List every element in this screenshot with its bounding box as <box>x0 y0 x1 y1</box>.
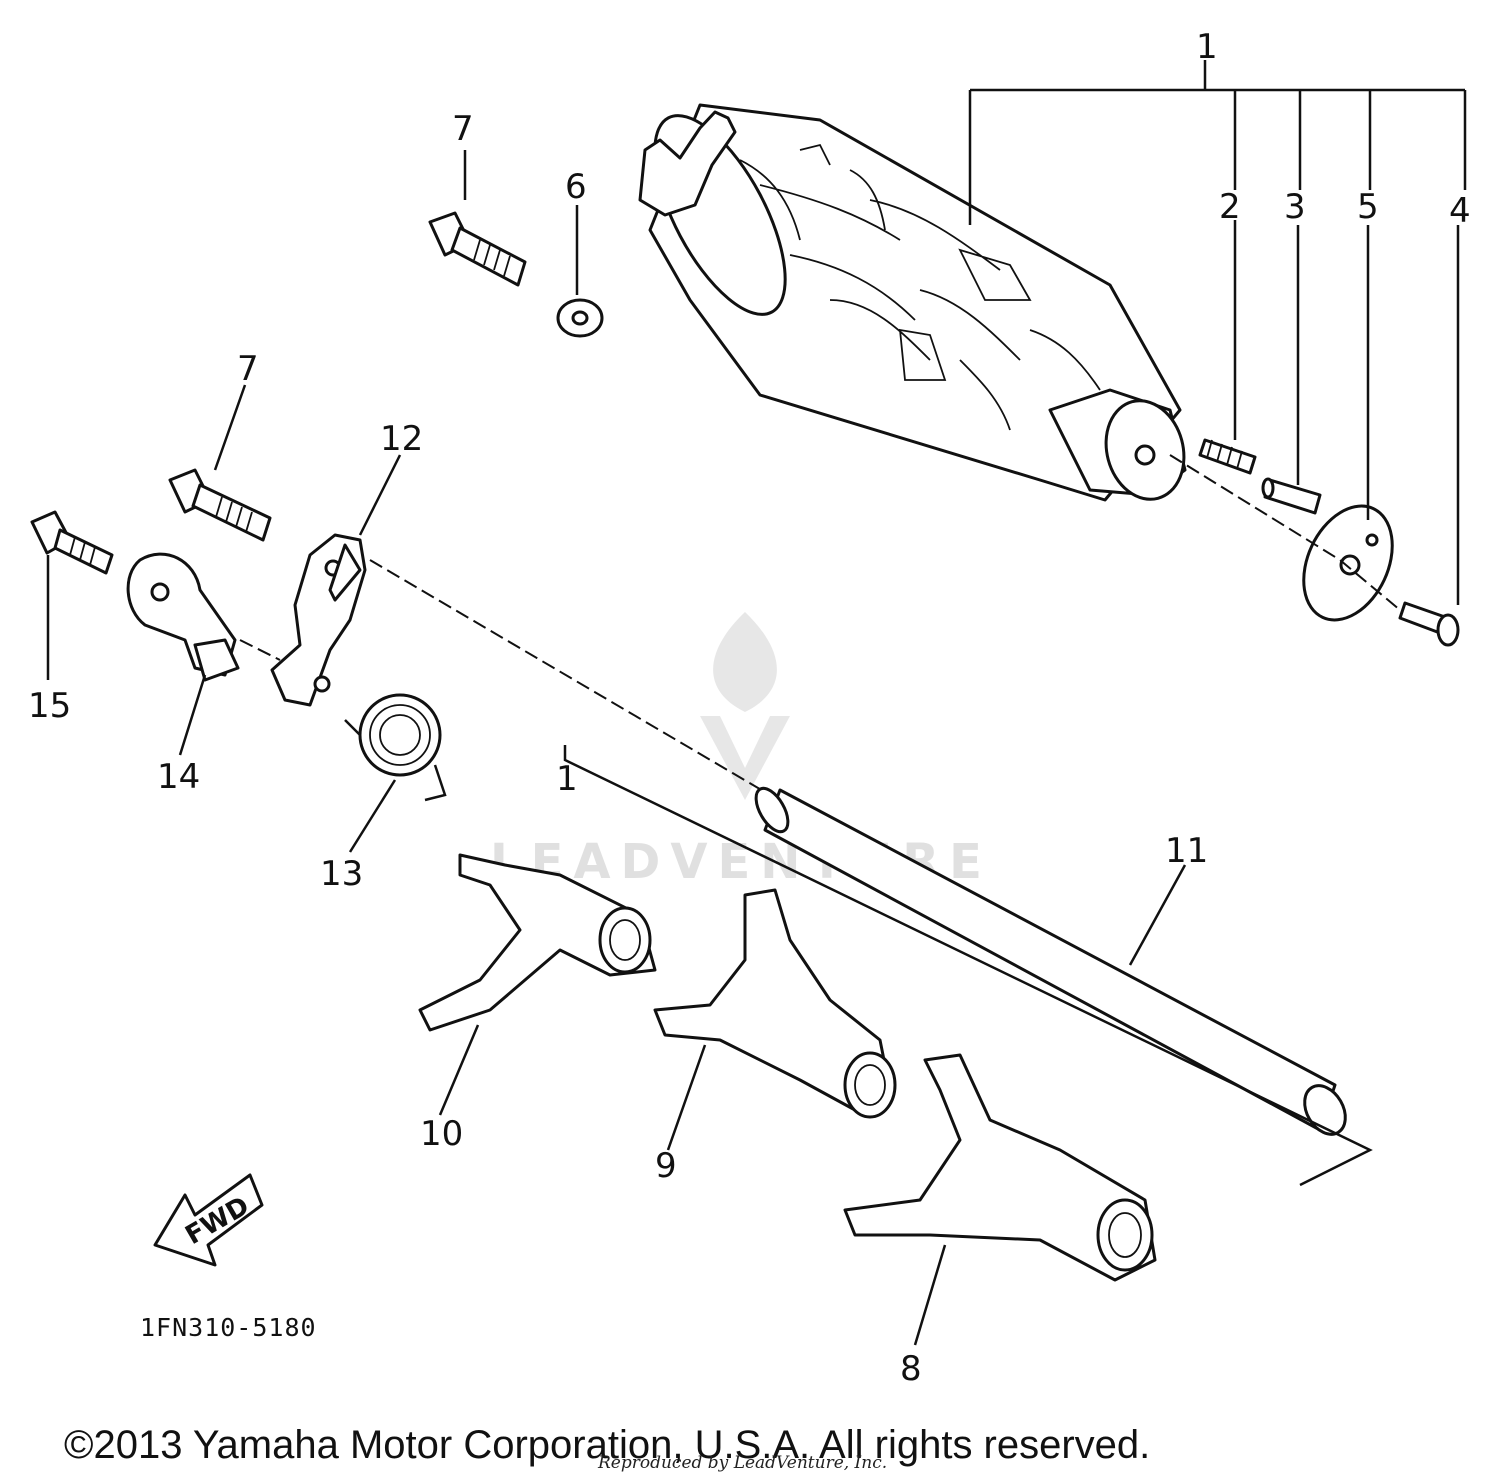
part-screw-4 <box>1398 601 1460 647</box>
part-bolt-7-lower <box>168 468 272 542</box>
callout-5: 5 <box>1357 187 1379 227</box>
callout-7-upper: 7 <box>452 109 474 149</box>
part-spring-13 <box>344 693 447 802</box>
watermark-flame-icon <box>713 612 777 712</box>
part-washer-6 <box>556 298 604 338</box>
callout-12: 12 <box>380 419 423 459</box>
part-pin-3 <box>1261 477 1322 515</box>
part-bolt-7-upper <box>428 211 527 287</box>
callout-1-lower: 1 <box>556 759 578 799</box>
copyright-text: ©2013 Yamaha Motor Corporation, U.S.A. A… <box>64 1423 1150 1467</box>
part-shift-cam <box>638 103 1187 502</box>
part-plate-5 <box>1302 504 1394 622</box>
callout-6: 6 <box>565 167 587 207</box>
callout-1: 1 <box>1196 27 1218 67</box>
callout-7-lower: 7 <box>237 349 259 389</box>
callouts: 1 2 3 4 5 6 7 7 8 9 10 11 12 13 14 15 1 <box>28 27 1471 1389</box>
part-code: 1FN310-5180 <box>140 1313 317 1342</box>
part-bolt-15 <box>30 510 114 575</box>
part-shaft-12 <box>270 533 367 707</box>
part-fork-10 <box>418 853 657 1032</box>
part-spring-2 <box>1198 438 1257 475</box>
part-fork-9 <box>653 888 897 1119</box>
leader-lines <box>46 60 1467 1346</box>
callout-2: 2 <box>1219 187 1241 227</box>
callout-8: 8 <box>900 1349 922 1389</box>
callout-3: 3 <box>1284 187 1306 227</box>
callout-9: 9 <box>655 1146 677 1186</box>
overprint-text: Reproduced by LeadVenture, Inc. <box>597 1453 887 1473</box>
watermark-v-icon <box>700 716 790 800</box>
callout-15: 15 <box>28 686 71 726</box>
part-guide-bar-11 <box>754 786 1347 1136</box>
part-lever-14 <box>126 552 240 682</box>
callout-13: 13 <box>320 854 363 894</box>
callout-14: 14 <box>157 757 200 797</box>
part-fork-8 <box>843 1053 1157 1282</box>
callout-10: 10 <box>420 1114 463 1154</box>
callout-11: 11 <box>1165 831 1208 871</box>
callout-4: 4 <box>1449 191 1471 231</box>
fwd-arrow-icon: FWD <box>153 1173 264 1267</box>
